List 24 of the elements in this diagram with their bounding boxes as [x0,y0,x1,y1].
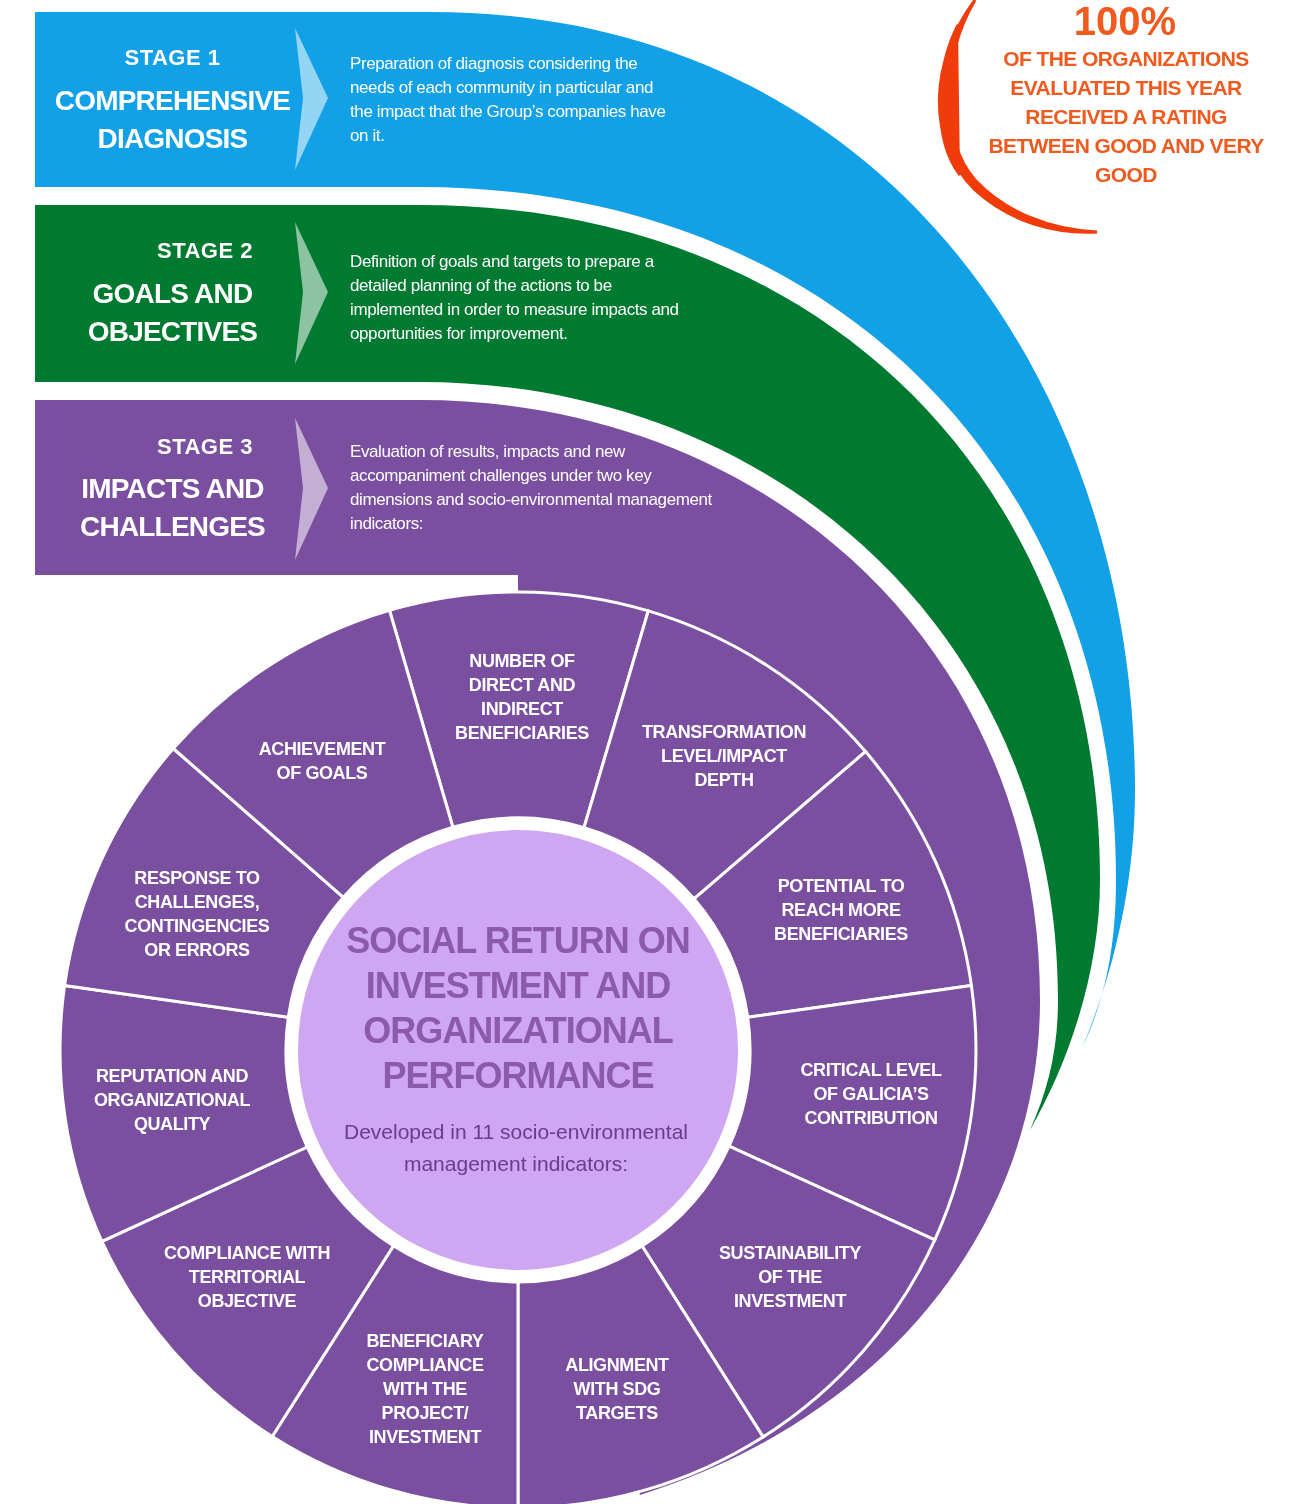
stage-label: STAGE 3 [156,434,254,460]
stat-text: OF THE ORGANIZATIONS EVALUATED THIS YEAR RECEIVED A RATING BETWEEN GOOD AND VERY GOOD [988,46,1264,188]
stage-description: Evaluation of results, impacts and new accompaniment challenges under two key dimensions and socio-environmental management indicators: [350,441,713,535]
indicator-label: ALIGNMENT WITH SDG TARGETS [564,1354,670,1425]
stage-title: IMPACTS AND CHALLENGES [79,472,266,544]
indicator-label: REPUTATION AND ORGANIZATIONAL QUALITY [92,1065,252,1136]
indicator-label: CRITICAL LEVEL OF GALICIA’S CONTRIBUTION [799,1059,943,1130]
stage-label: STAGE 1 [123,45,222,71]
stage-label: STAGE 2 [156,238,254,264]
indicator-label: BENEFICIARY COMPLIANCE WITH THE PROJECT/ INVESTMENT [365,1330,485,1449]
stat-value: 100% [1072,0,1178,42]
stage-description: Preparation of diagnosis considering the needs of each community in particular and the impact that the Group’s companies have on it. [350,53,667,147]
indicator-label: NUMBER OF DIRECT AND INDIRECT BENEFICIARIES [454,650,590,745]
stage-title: COMPREHENSIVE DIAGNOSIS [53,84,292,156]
indicator-label: SUSTAINABILITY OF THE INVESTMENT [717,1242,863,1313]
stage-description: Definition of goals and targets to prepare a detailed planning of the actions to be implemented in order to measure impacts and opportunities for improvement. [350,251,680,345]
indicator-label: COMPLIANCE WITH TERRITORIAL OBJECTIVE [163,1242,331,1313]
center-title: SOCIAL RETURN ON INVESTMENT AND ORGANIZATIONAL PERFORMANCE [345,919,691,1098]
indicator-label: ACHIEVEMENT OF GOALS [257,738,387,785]
indicator-label: POTENTIAL TO REACH MORE BENEFICIARIES [773,875,909,946]
indicator-label: TRANSFORMATION LEVEL/IMPACT DEPTH [640,721,807,792]
stage-title: GOALS AND OBJECTIVES [86,277,259,349]
indicator-label: RESPONSE TO CHALLENGES, CONTINGENCIES OR ERRORS [123,867,271,962]
center-subtitle: Developed in 11 socio-environmental management indicators: [343,1119,689,1177]
